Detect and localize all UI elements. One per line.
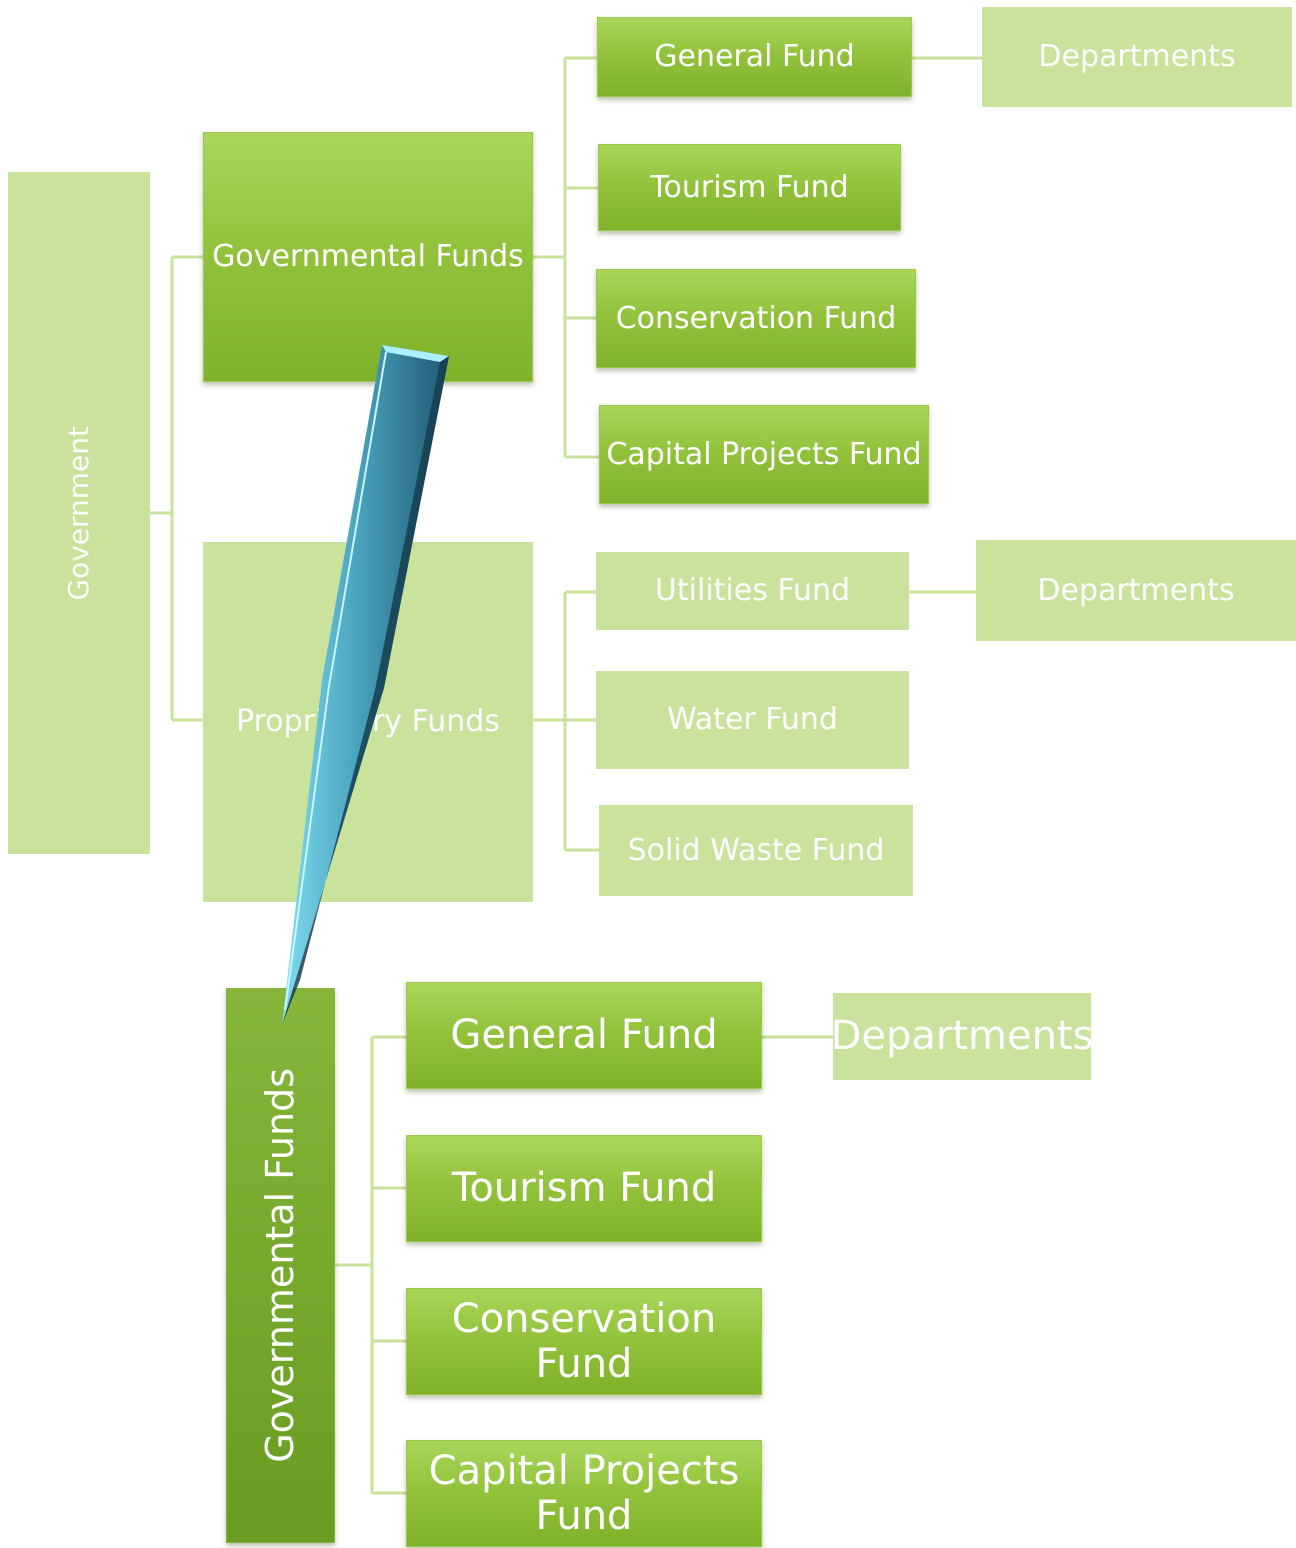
proprietary-funds-node: Proprietary Funds xyxy=(203,542,533,902)
tourism-fund-label: Tourism Fund xyxy=(650,169,849,205)
capital-projects-fund-node: Capital Projects Fund xyxy=(599,405,929,504)
governmental-funds-node: Governmental Funds xyxy=(203,132,533,382)
general-fund-label: General Fund xyxy=(654,39,855,75)
general-fund-departments-label: Departments xyxy=(1038,39,1236,75)
tourism-fund-node: Tourism Fund xyxy=(598,144,901,231)
zoom-capital-projects-fund-label: Capital Projects Fund xyxy=(428,1447,740,1539)
zoom-general-fund-label: General Fund xyxy=(450,1012,718,1059)
water-fund-node: Water Fund xyxy=(596,671,909,769)
utilities-fund-label: Utilities Fund xyxy=(654,573,851,609)
utilities-fund-departments-label: Departments xyxy=(1037,572,1235,608)
government-label: Government xyxy=(62,425,96,601)
utilities-fund-departments-node: Departments xyxy=(976,540,1296,641)
zoom-conservation-fund-label: Conservation Fund xyxy=(451,1295,717,1387)
governmental-funds-label: Governmental Funds xyxy=(212,239,524,275)
zoom-general-fund-departments-node: Departments xyxy=(830,993,1094,1080)
water-fund-label: Water Fund xyxy=(667,702,838,738)
zoom-tourism-fund-label: Tourism Fund xyxy=(451,1165,717,1212)
zoom-general-fund-departments-label: Departments xyxy=(830,1013,1094,1060)
zoom-tourism-fund-node: Tourism Fund xyxy=(406,1135,762,1242)
zoom-general-fund-node: General Fund xyxy=(406,982,762,1089)
zoom-governmental-funds-label: Governmental Funds xyxy=(258,1068,303,1463)
conservation-fund-node: Conservation Fund xyxy=(596,269,916,368)
utilities-fund-node: Utilities Fund xyxy=(596,552,909,630)
government-node: Government xyxy=(8,172,150,854)
zoom-capital-projects-fund-node: Capital Projects Fund xyxy=(406,1440,762,1547)
conservation-fund-label: Conservation Fund xyxy=(615,300,897,336)
solid-waste-fund-label: Solid Waste Fund xyxy=(627,832,885,868)
proprietary-funds-label: Proprietary Funds xyxy=(236,704,500,740)
zoom-conservation-fund-node: Conservation Fund xyxy=(406,1288,762,1395)
capital-projects-fund-label: Capital Projects Fund xyxy=(606,436,922,472)
solid-waste-fund-node: Solid Waste Fund xyxy=(599,805,913,896)
general-fund-node: General Fund xyxy=(597,17,912,97)
general-fund-departments-node: Departments xyxy=(982,7,1292,107)
zoom-governmental-funds-node: Governmental Funds xyxy=(226,988,335,1543)
